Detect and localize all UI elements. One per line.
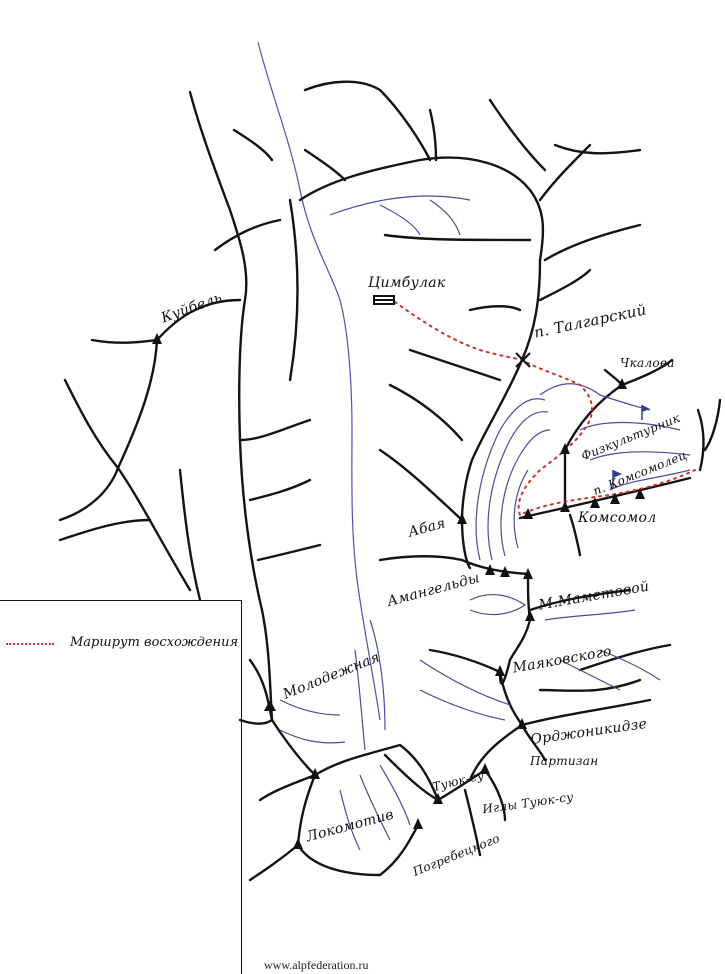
- spur-west-7: [288, 198, 299, 382]
- spur-mametova: [528, 588, 632, 612]
- peak-markers: [152, 333, 645, 849]
- spur-upper-3: [488, 98, 547, 172]
- spur-east-2: [703, 398, 722, 452]
- spur-mayak-1: [428, 648, 502, 674]
- ridge-kuigbel-south: [58, 338, 159, 522]
- spur-tuyuk-2: [483, 768, 507, 822]
- ridge-west: [188, 90, 274, 722]
- spur-upper-1: [303, 148, 347, 182]
- spur-upper-5: [538, 143, 592, 202]
- spur-abaya-2: [378, 448, 464, 522]
- legend-route-text: Маршрут восхождения: [70, 635, 239, 650]
- spur-upper-7: [383, 233, 532, 242]
- ridge-east-main: [460, 258, 542, 570]
- spur-upper-6: [543, 223, 642, 262]
- ascent-route: [394, 301, 696, 517]
- spur-upper-2: [428, 108, 438, 162]
- ridge-upper-spurs: [303, 80, 432, 162]
- spur-abaya-5: [378, 555, 464, 562]
- spur-lokomotiv: [248, 843, 300, 882]
- spur-abaya-1: [388, 383, 464, 442]
- spur-upper-4: [553, 143, 642, 155]
- ridge-south-cirque: [270, 718, 487, 802]
- legend-route-sample: [6, 643, 54, 649]
- spur-molod: [248, 658, 274, 722]
- spur-chkalova: [603, 368, 624, 387]
- spur-west-10: [256, 543, 322, 562]
- ridge-lokomotiv: [296, 773, 420, 877]
- label-chkalova: Чкалова: [620, 356, 675, 370]
- ridge-upper-cirque: [298, 156, 545, 262]
- spur-west-5: [232, 128, 274, 162]
- spur-ordzh: [468, 723, 524, 782]
- spur-west-6: [213, 218, 282, 252]
- pass-cross-icon: [515, 352, 531, 368]
- legend-box: [0, 600, 242, 974]
- spur-komsomol-south: [568, 513, 582, 557]
- ridge-komsomol: [518, 476, 692, 520]
- spur-tuyuk: [383, 753, 440, 802]
- spur-east-1: [696, 408, 705, 472]
- spur-upper-8: [538, 268, 592, 302]
- summit-flag-icons: [612, 405, 650, 488]
- footer-source: www.alpfederation.ru: [264, 958, 369, 972]
- spur-abaya-3: [408, 348, 502, 382]
- river: [257, 41, 381, 721]
- spur-molod-2: [238, 718, 274, 725]
- spur-west-1: [63, 378, 120, 470]
- label-tsimbulak: Цимбулак: [368, 275, 446, 291]
- spur-west-3: [58, 518, 152, 542]
- spur-igly: [463, 788, 482, 857]
- spur-mayak-2: [538, 678, 642, 692]
- label-partizan: Партизан: [530, 754, 599, 768]
- spur-abaya-4: [468, 305, 522, 312]
- ridge-ordzh: [520, 698, 652, 727]
- spur-mayak-3: [578, 643, 672, 672]
- glacier-contours: [279, 195, 691, 851]
- spur-west-2: [116, 466, 192, 592]
- spur-molod-3: [258, 773, 317, 802]
- tsimbulak-base-icon: [373, 295, 395, 305]
- spur-west-8: [238, 418, 312, 442]
- spur-west-4: [178, 468, 202, 602]
- label-komsomol: Комсомол: [578, 510, 657, 526]
- spur-west-9: [248, 478, 312, 502]
